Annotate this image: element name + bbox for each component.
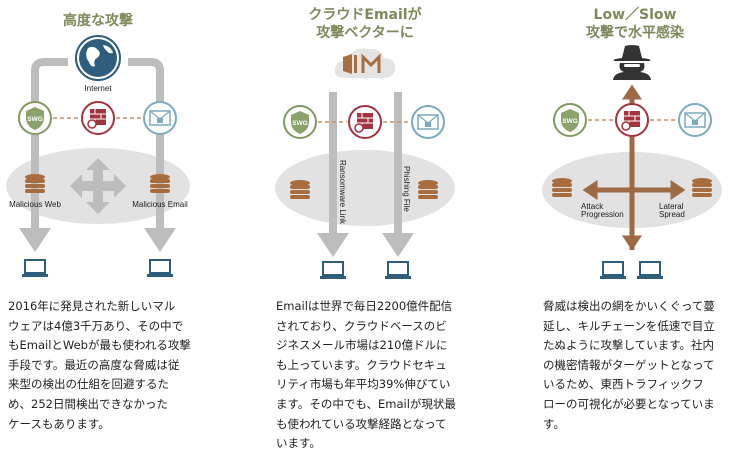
description-line: ジネスメール市場は210億ドルに: [276, 338, 448, 353]
title-line: 高度な攻撃: [63, 13, 133, 29]
cloud-office365-gmail-icon: [334, 48, 396, 78]
panel-3-description: 脅威は検出の網をかいくぐって蔓延し、キルチェーンを低速で目立たぬように攻撃してい…: [543, 297, 735, 434]
description-line: いるため、東西トラフィックフ: [543, 377, 704, 392]
globe-icon: [75, 35, 121, 81]
laptop-icon: [21, 259, 49, 278]
web-path-arrow: [19, 58, 68, 252]
description-line: います。: [276, 436, 321, 451]
panel-3-title: Low／Slow 攻撃で水平感染: [535, 6, 735, 42]
description-line: Emailは世界で毎日2200億件配信: [276, 299, 453, 313]
malicious-email-label: Malicious Email: [132, 200, 188, 209]
title-line: 攻撃ベクターに: [316, 25, 414, 41]
laptop-icon: [146, 259, 174, 278]
description-line: 2016年に発見された新しいマル: [8, 299, 176, 313]
firewall-icon: [615, 103, 649, 137]
malicious-web-label: Malicious Web: [9, 200, 61, 209]
secure-email-icon: [678, 103, 712, 137]
spread-label: Spread: [659, 210, 685, 219]
email-path-arrow: [128, 58, 176, 252]
diagrams: Internet SWG Malicious Web Malicious Ema…: [6, 35, 722, 280]
description-line: されており、クラウドベースのビ: [276, 318, 447, 333]
attack-label: Attack: [581, 202, 604, 211]
swg-label: SWG: [27, 116, 43, 123]
panel-1-description: 2016年に発見された新しいマルウェアは4億3千万あり、その中でもEmailとW…: [8, 297, 238, 434]
description-line: 脅威は検出の網をかいくぐって蔓: [543, 299, 715, 313]
ransomware-link-label: Ransomware Link: [338, 160, 347, 225]
description-line: 延し、キルチェーンを低速で目立: [543, 318, 715, 333]
firewall-icon: [348, 105, 382, 139]
description-line: ローの可視化が必要となっていま: [543, 396, 715, 411]
panel-cloud-email-diagram: SWG Ransomware Link Phishing File: [275, 48, 455, 280]
title-line: クラウドEmailが: [308, 7, 422, 23]
description-line: ケースもあります。: [8, 416, 110, 431]
phishing-file-label: Phishing File: [402, 166, 411, 212]
laptop-icon: [636, 261, 664, 280]
swg-label: SWG: [562, 118, 578, 125]
laptop-icon: [384, 261, 412, 280]
description-line: リティ市場も年平均39%伸びてい: [276, 377, 451, 392]
firewall-icon: [81, 101, 115, 135]
secure-email-icon: [143, 101, 177, 135]
hacker-spy-icon: [613, 45, 651, 80]
title-line: 攻撃で水平感染: [586, 25, 684, 41]
internet-label: Internet: [84, 84, 112, 93]
description-line: 来型の検出の仕組を回避するた: [8, 377, 169, 392]
description-line: め、252日間検出できなかった: [8, 396, 168, 411]
description-line: 手段です。最近の高度な脅威は従: [8, 357, 180, 372]
description-line: す。: [543, 416, 565, 431]
description-line: たぬように攻撃しています。社内: [543, 338, 715, 353]
secure-email-icon: [411, 105, 445, 139]
description-line: もEmailとWebが最も使われる攻撃: [8, 338, 191, 353]
four-way-arrow-icon: [70, 158, 126, 214]
description-line: も上っています。クラウドセキュ: [276, 357, 447, 372]
description-line: ウェアは4億3千万あり、その中で: [8, 318, 184, 333]
laptop-icon: [319, 261, 347, 280]
laptop-icon: [599, 261, 627, 280]
network-zone: [275, 150, 455, 226]
title-line: Low／Slow: [593, 7, 677, 23]
panel-1-title: 高度な攻撃: [0, 12, 198, 30]
panel-2-description: Emailは世界で毎日2200億件配信されており、クラウドベースのビジネスメール…: [276, 297, 506, 454]
description-line: の機密情報がターゲットとなって: [543, 357, 715, 372]
lateral-label: Lateral: [659, 202, 684, 211]
description-line: も使われている攻撃経路となって: [276, 416, 447, 431]
panel-advanced-attack-diagram: Internet SWG Malicious Web Malicious Ema…: [6, 35, 190, 278]
panel-2-title: クラウドEmailが 攻撃ベクターに: [265, 6, 465, 42]
description-line: ます。その中でも、Emailが現状最: [276, 396, 456, 411]
panel-low-slow-diagram: SWG Attack Progression Lateral Spread: [542, 45, 722, 280]
swg-label: SWG: [292, 120, 308, 127]
progression-label: Progression: [581, 210, 624, 219]
